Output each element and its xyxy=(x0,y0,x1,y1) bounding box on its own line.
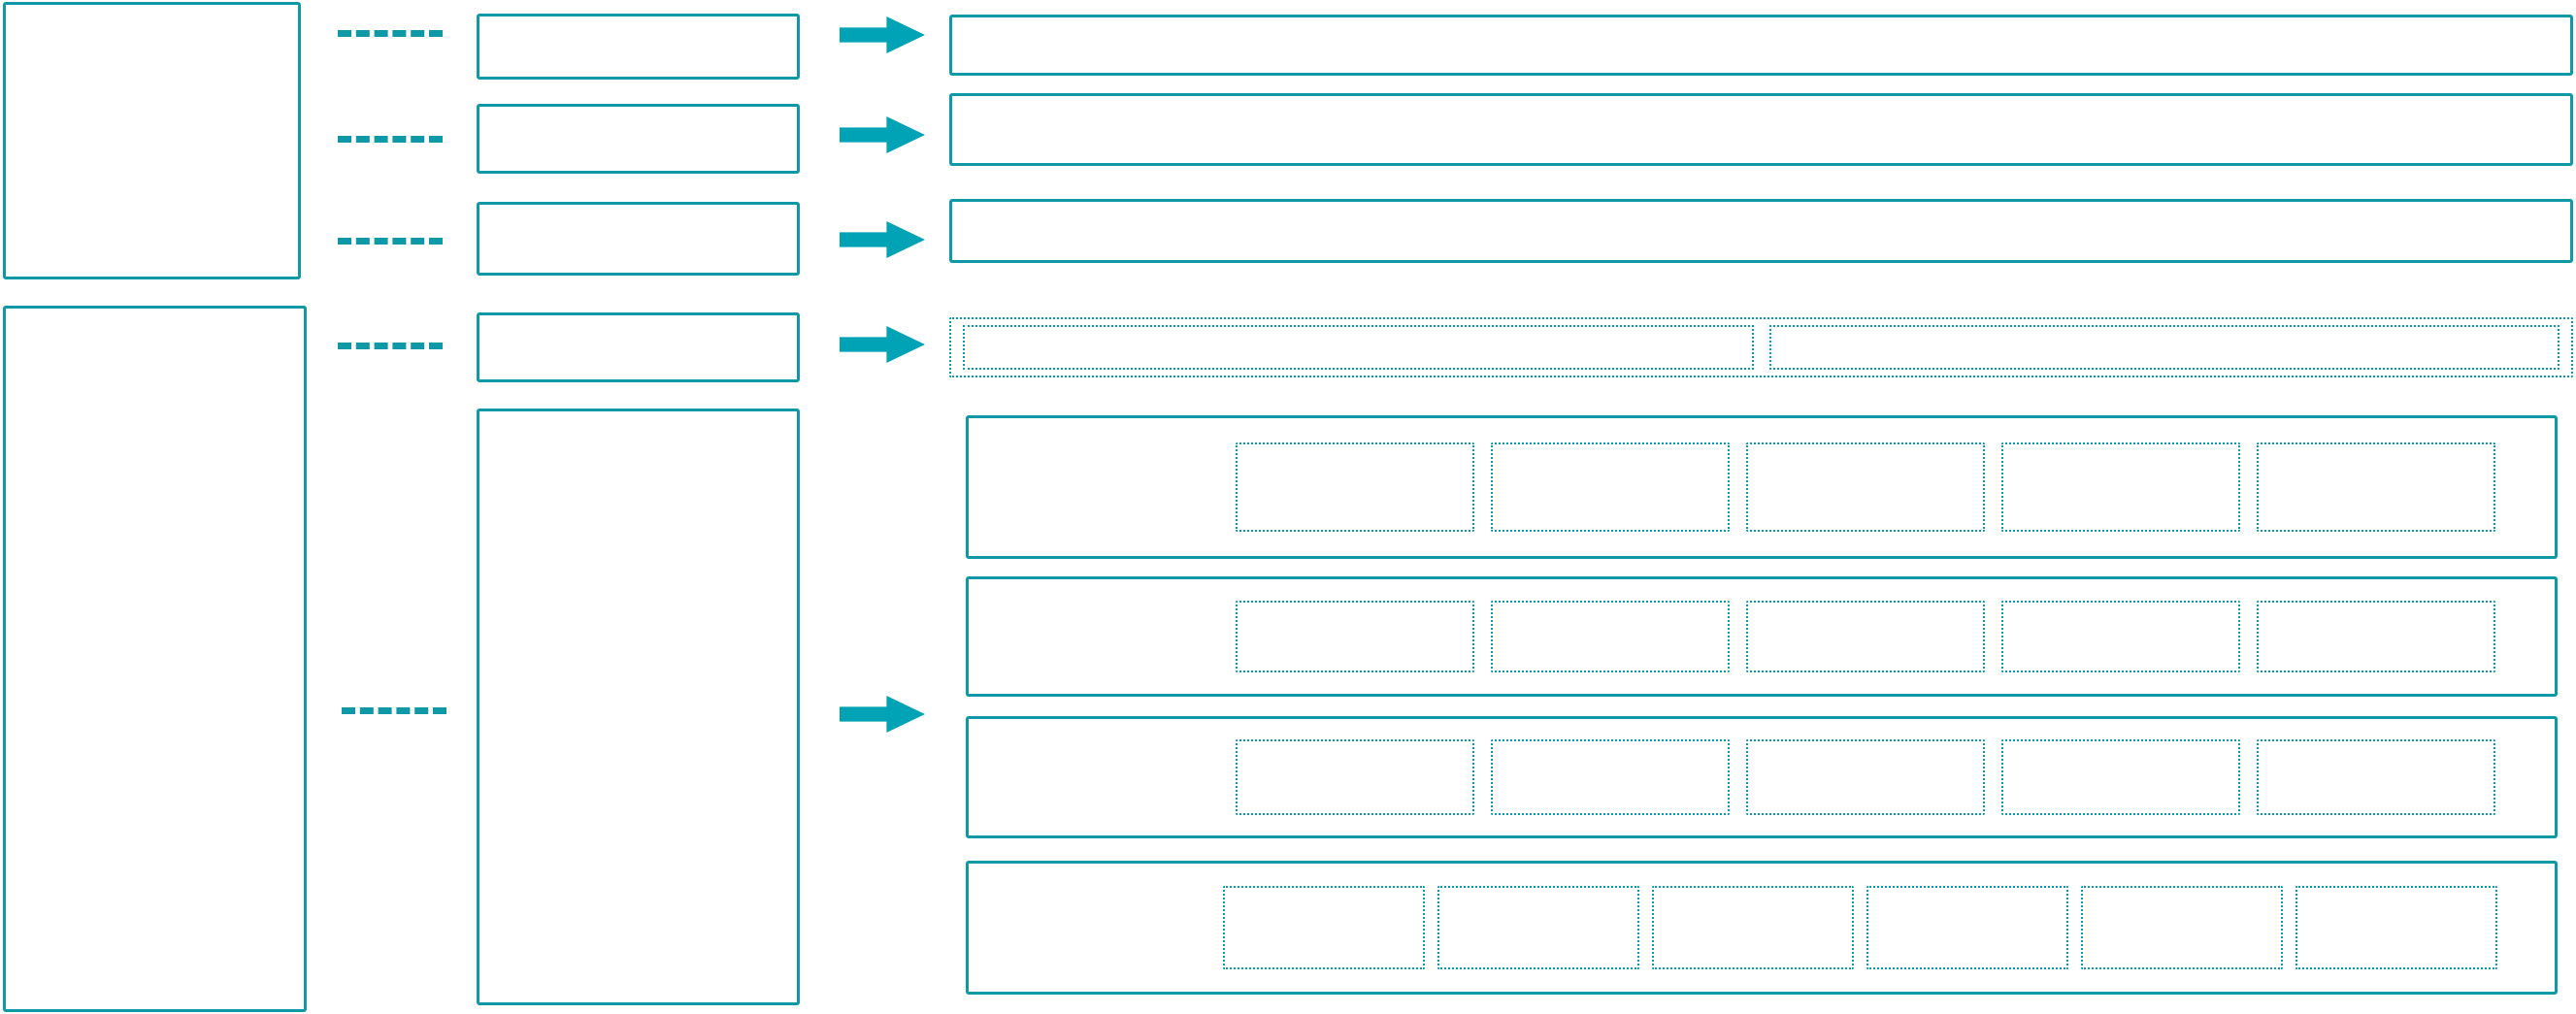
group-row-3-cells xyxy=(1236,739,2495,815)
dashed-connector-3 xyxy=(338,238,443,245)
dotted-cell xyxy=(2257,739,2495,815)
dotted-cell xyxy=(2257,442,2495,532)
dashed-connector-4 xyxy=(338,343,443,349)
dotted-cell xyxy=(1236,442,1474,532)
group-row-1 xyxy=(966,415,2558,559)
dotted-cell xyxy=(2001,739,2240,815)
dotted-cell-left xyxy=(963,325,1754,370)
left-top-box xyxy=(3,2,301,279)
arrow-right-icon-1 xyxy=(840,16,925,53)
dotted-cell xyxy=(1491,442,1730,532)
left-bottom-box xyxy=(3,306,307,1012)
dotted-cell xyxy=(2257,601,2495,672)
mid-tall-box xyxy=(477,409,800,1005)
group-row-3 xyxy=(966,716,2558,838)
dotted-cell xyxy=(1746,442,1985,532)
mid-box-3 xyxy=(477,202,800,276)
right-row-1 xyxy=(949,15,2573,76)
group-row-4 xyxy=(966,861,2558,995)
dotted-cell xyxy=(2001,442,2240,532)
dotted-cell xyxy=(1236,739,1474,815)
arrow-right-icon-4 xyxy=(840,326,925,363)
arrow-right-icon-5 xyxy=(840,696,925,733)
arrow-right-icon-3 xyxy=(840,221,925,258)
arrow-right-icon-2 xyxy=(840,116,925,153)
dotted-cell xyxy=(1866,886,2068,969)
dotted-cell xyxy=(2001,601,2240,672)
group-row-1-cells xyxy=(1236,442,2495,532)
mid-box-2 xyxy=(477,104,800,174)
dotted-cell xyxy=(1236,601,1474,672)
dotted-cell xyxy=(1746,739,1985,815)
dashed-connector-5 xyxy=(342,707,446,714)
right-row-2 xyxy=(949,93,2573,166)
dotted-cell xyxy=(1491,739,1730,815)
dotted-cell xyxy=(2081,886,2283,969)
dotted-cell xyxy=(1437,886,1639,969)
dotted-cell xyxy=(1746,601,1985,672)
dotted-cell xyxy=(1491,601,1730,672)
dotted-cell xyxy=(1223,886,1425,969)
group-row-2 xyxy=(966,576,2558,697)
dotted-cell xyxy=(2295,886,2497,969)
mid-box-1 xyxy=(477,14,800,80)
right-row-3 xyxy=(949,199,2573,263)
dotted-cell-right xyxy=(1768,325,2559,370)
mid-box-4 xyxy=(477,312,800,382)
dotted-split-row xyxy=(949,317,2573,377)
dotted-cell xyxy=(1652,886,1854,969)
dashed-connector-2 xyxy=(338,136,443,143)
group-row-2-cells xyxy=(1236,601,2495,672)
group-row-4-cells xyxy=(1223,886,2497,969)
dashed-connector-1 xyxy=(338,30,443,37)
